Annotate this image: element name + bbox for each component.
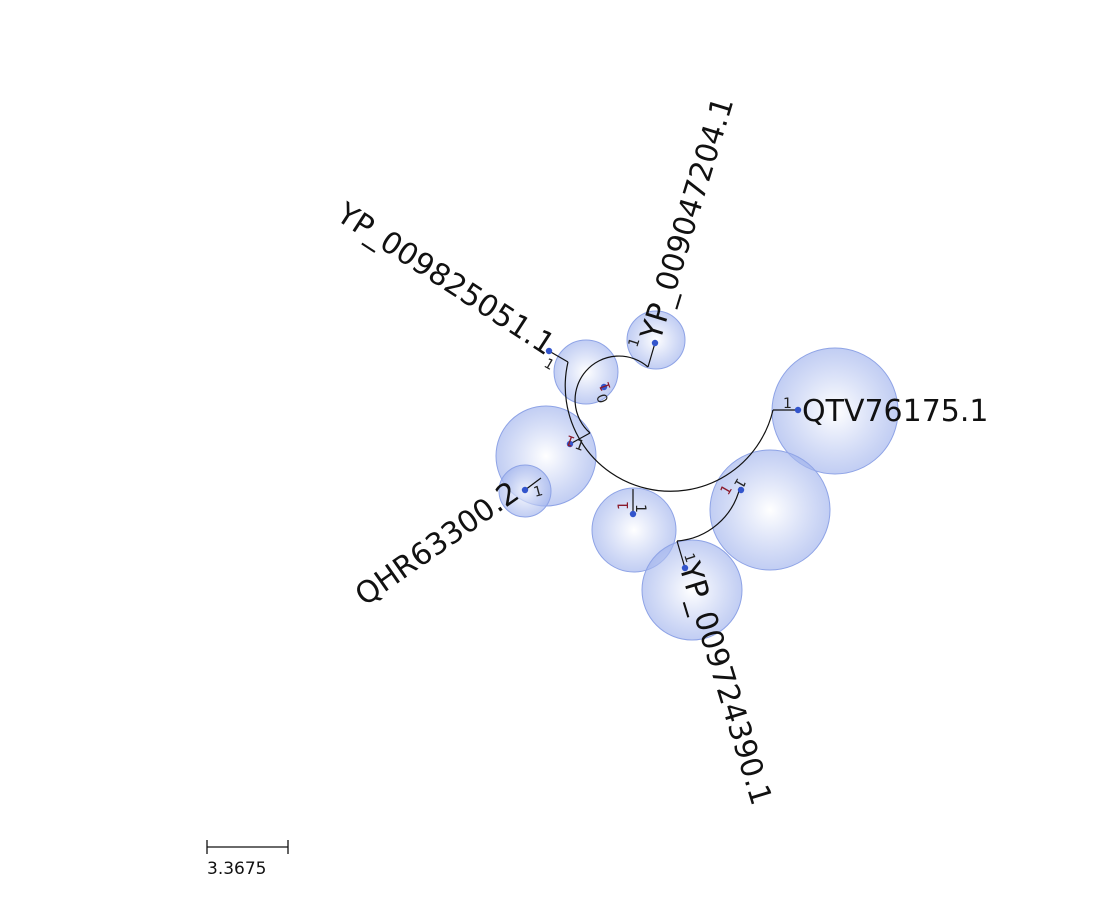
leaf-label-yp-009047204: YP_009047204.1	[634, 93, 741, 345]
leaf-label-qtv76175: QTV76175.1	[802, 394, 989, 429]
branch-arc-inner	[574, 355, 649, 434]
branches	[524, 342, 798, 569]
node-dot-yp-009825051	[545, 347, 553, 355]
branch-yp-009825051	[548, 350, 569, 363]
leaf-label-yp-009825051: YP_009825051.1	[330, 196, 561, 363]
node-dot-internal-n1	[600, 383, 608, 391]
bubble-yp-009724390	[641, 539, 743, 641]
node-dot-yp-009047204	[651, 339, 659, 347]
scale-bar-label: 3.3675	[207, 859, 266, 879]
scale-bar	[206, 840, 289, 854]
branch-arc-outer	[564, 361, 774, 492]
node-dot-internal-n3	[629, 510, 637, 518]
node-dot-internal-n4	[737, 486, 745, 494]
branch-yp-009724390	[676, 540, 686, 569]
leaf-label-qhr63300: QHR63300.2	[349, 475, 526, 613]
bubble-qtv76175	[771, 347, 899, 475]
bubble-internal-n3	[591, 487, 677, 573]
node-dot-internal-n2	[566, 440, 574, 448]
node-dots	[521, 339, 802, 572]
leaf-labels: YP_009825051.1 YP_009047204.1 QTV76175.1…	[330, 93, 989, 809]
support-n3-bottom: 1	[616, 501, 632, 510]
node-dot-qtv76175	[794, 406, 802, 414]
support-qhr63300: 1	[532, 483, 545, 501]
node-dot-yp-009724390	[681, 564, 689, 572]
support-n3-top: 1	[632, 504, 648, 513]
branch-yp-009047204	[647, 342, 656, 368]
branch-qhr63300	[524, 477, 542, 491]
bubble-internal-n4	[709, 449, 831, 571]
node-dot-qhr63300	[521, 486, 529, 494]
branch-internal-n2	[569, 432, 591, 445]
node-bubbles	[495, 310, 899, 641]
support-qtv76175: 1	[783, 396, 792, 412]
branch-arc-lower	[676, 486, 741, 542]
